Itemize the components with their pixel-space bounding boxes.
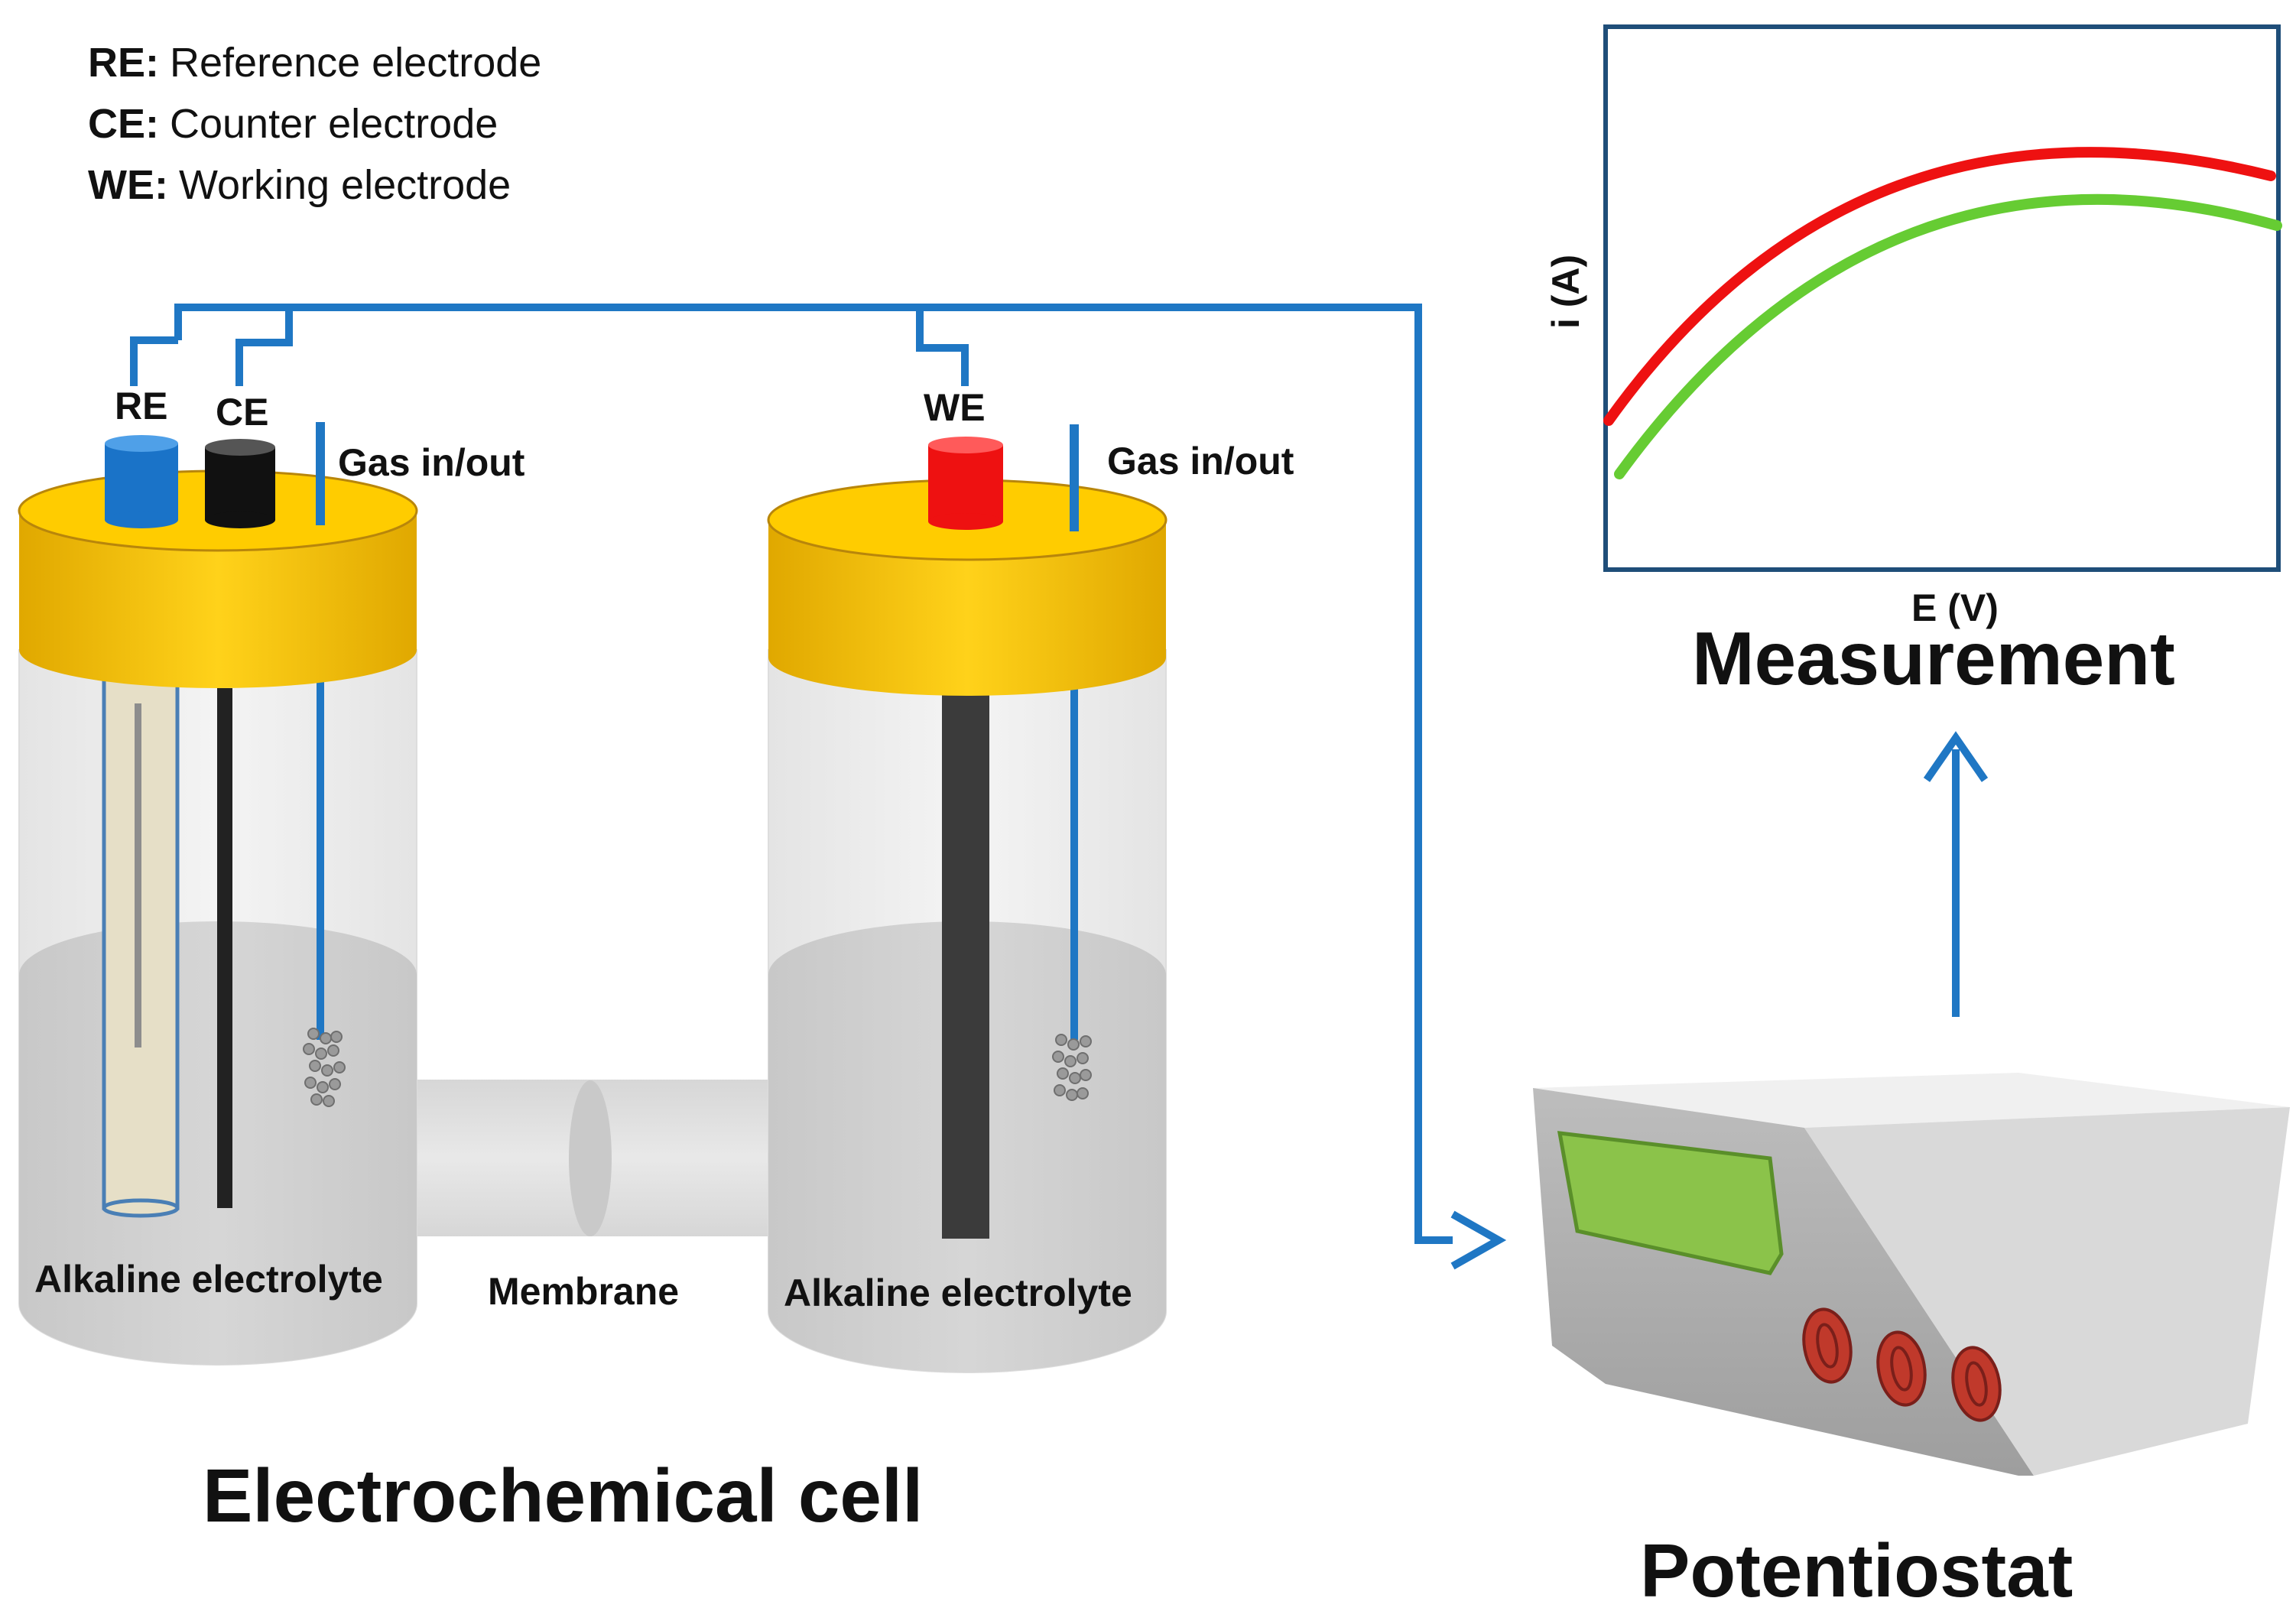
- legend-key-we: WE:: [88, 162, 168, 208]
- electrolyte-label-right: Alkaline electrolyte: [784, 1272, 1132, 1314]
- potentiostat-right-face: [1804, 1107, 2290, 1476]
- gas-label-left: Gas in/out: [338, 441, 525, 484]
- measurement-title: Measurement: [1692, 616, 2175, 700]
- we-cap-bottom: [928, 513, 1003, 530]
- re-cap-bottom: [105, 512, 178, 528]
- cell-title: Electrochemical cell: [203, 1453, 923, 1538]
- wiring: [130, 304, 1989, 1270]
- membrane-disc: [569, 1080, 612, 1236]
- potentiostat-knobs: [1802, 1307, 2002, 1422]
- gas-tube-right: [1070, 673, 1078, 1040]
- legend-item-we: WE:Working electrode: [88, 162, 511, 208]
- potentiostat-title: Potentiostat: [1640, 1528, 2073, 1613]
- reference-electrode-bottom: [102, 1198, 180, 1218]
- curve-red: [1603, 147, 2276, 426]
- legend-text-we: Working electrode: [179, 162, 511, 208]
- measurement-plot: E (V) i (A) Measurement: [1544, 24, 2282, 700]
- potentiostat-top-face: [1533, 1073, 2290, 1128]
- cell-right-lid-side: [768, 520, 1166, 696]
- legend-key-ce: CE:: [88, 101, 159, 147]
- plot-ylabel: i (A): [1544, 255, 1587, 329]
- cell-left-lid-side: [19, 511, 417, 688]
- gas-label-right: Gas in/out: [1107, 440, 1294, 482]
- knob-1: [1802, 1307, 1853, 1384]
- wire-main: [174, 304, 1453, 1244]
- wire-re: [130, 336, 178, 386]
- reference-electrode-inner-wire: [135, 703, 141, 1047]
- legend-item-re: RE:Reference electrode: [88, 40, 541, 86]
- we-cap: [928, 445, 1003, 521]
- membrane-label: Membrane: [488, 1270, 679, 1313]
- legend: RE:Reference electrode CE:Counter electr…: [88, 40, 541, 208]
- electrolyte-label-left: Alkaline electrolyte: [34, 1258, 383, 1301]
- gas-bubbles-right: [1052, 1034, 1092, 1101]
- arrow-to-potentiostat-icon: [1450, 1210, 1507, 1270]
- ce-cap-bottom: [205, 512, 275, 528]
- arrow-up-icon: [1923, 731, 1989, 782]
- plot-xlabel: E (V): [1911, 586, 1999, 629]
- cell-right: WE Gas in/out Alkaline electrolyte: [767, 386, 1294, 1373]
- cell-left: RE CE Gas in/out Alkaline electrolyte: [18, 385, 525, 1366]
- wire-ce: [235, 307, 293, 386]
- legend-key-re: RE:: [88, 40, 159, 86]
- re-cap: [105, 443, 178, 520]
- potentiostat-screen: [1557, 1131, 1784, 1275]
- legend-text-re: Reference electrode: [170, 40, 541, 86]
- knob-2: [1876, 1330, 1927, 1407]
- we-label: WE: [924, 386, 986, 429]
- re-label: RE: [115, 385, 167, 427]
- counter-electrode: [217, 688, 232, 1208]
- wire-we: [916, 307, 969, 386]
- knob-3: [1951, 1346, 2002, 1422]
- ce-cap: [205, 447, 275, 520]
- ce-cap-top: [205, 439, 275, 456]
- working-electrode: [942, 688, 989, 1239]
- potentiostat: Potentiostat: [1533, 1073, 2290, 1613]
- gas-tube-left-top: [316, 422, 325, 525]
- curve-green: [1614, 193, 2282, 479]
- gas-bubbles-left: [303, 1028, 346, 1107]
- gas-tube-left: [317, 673, 324, 1040]
- gas-tube-right-top: [1070, 424, 1079, 531]
- legend-item-ce: CE:Counter electrode: [88, 101, 498, 147]
- re-cap-top: [105, 435, 178, 452]
- plot-frame: [1603, 24, 2281, 572]
- legend-text-ce: Counter electrode: [170, 101, 498, 147]
- we-cap-top: [928, 437, 1003, 453]
- ce-label: CE: [216, 391, 268, 434]
